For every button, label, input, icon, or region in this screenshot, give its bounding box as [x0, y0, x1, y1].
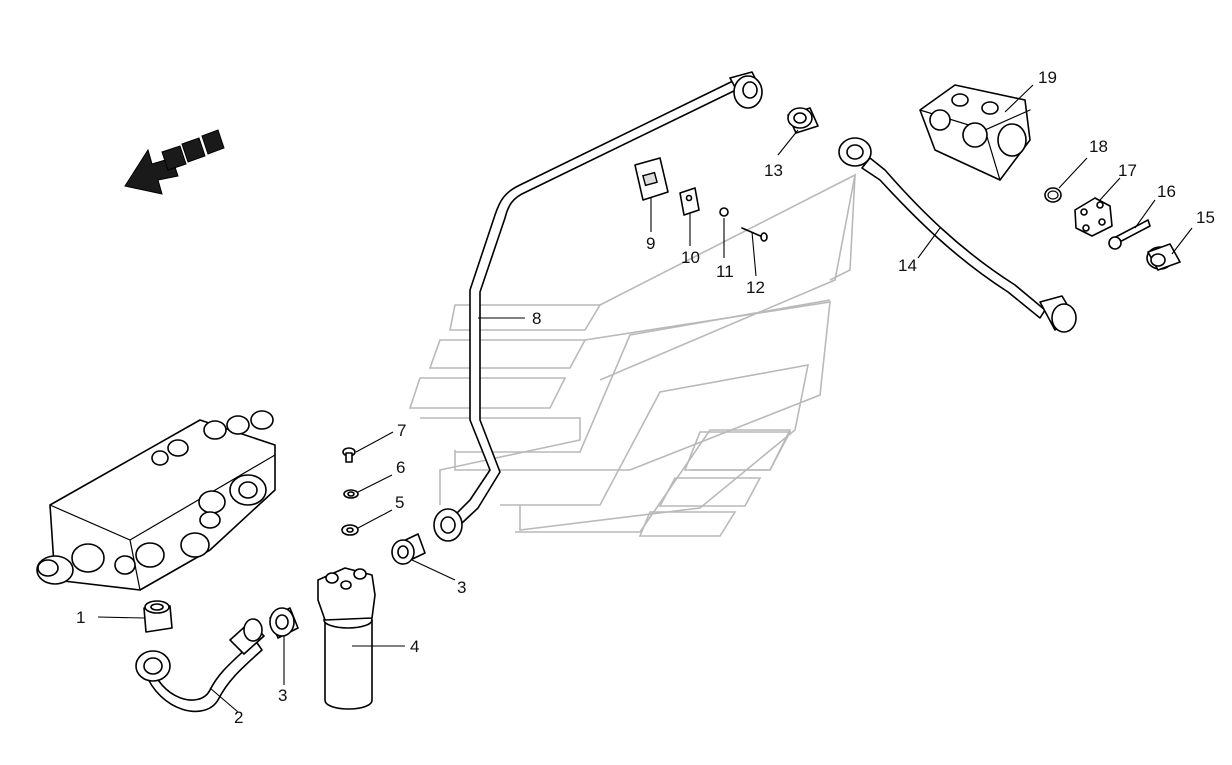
callout-6: 6 [396, 458, 406, 477]
direction-arrow-icon [124, 129, 225, 195]
part-8-pipe [433, 71, 763, 542]
valve-block-part [36, 410, 276, 591]
part-6-washer [343, 489, 359, 499]
part-4-filter [317, 567, 376, 710]
callout-16: 16 [1157, 182, 1176, 201]
callout-13: 13 [764, 161, 783, 180]
part-15-cap [1146, 243, 1181, 271]
callout-3-lower: 3 [278, 686, 288, 705]
callout-1: 1 [76, 608, 86, 627]
part-3-fitting-upper [391, 533, 426, 565]
callout-10: 10 [681, 248, 700, 267]
part-7-bolt [342, 447, 356, 463]
part-2-hose [135, 618, 265, 713]
callout-11: 11 [716, 262, 734, 281]
callout-19: 19 [1038, 68, 1057, 87]
callout-18: 18 [1089, 137, 1108, 156]
callout-14: 14 [898, 256, 917, 275]
callout-9: 9 [646, 234, 656, 253]
part-1-fitting [143, 600, 173, 633]
part-13-fitting [787, 107, 819, 134]
part-16-bolt [1108, 219, 1151, 250]
callout-15: 15 [1196, 208, 1215, 227]
part-9-bracket [634, 157, 669, 201]
callout-17: 17 [1118, 161, 1137, 180]
callout-7: 7 [397, 421, 407, 440]
part-17-flange [1074, 197, 1113, 237]
background-watermark [408, 173, 857, 537]
part-14-hose [838, 137, 1077, 333]
part-18-o-ring [1044, 187, 1062, 203]
part-10-plate [679, 187, 700, 216]
callout-12: 12 [746, 278, 765, 297]
part-5-washer [341, 524, 359, 536]
part-19-pump [919, 84, 1031, 181]
callout-3-upper: 3 [457, 578, 467, 597]
callout-5: 5 [395, 493, 405, 512]
part-11-nut [719, 207, 729, 217]
part-12-pin [741, 227, 768, 242]
part-3-fitting-lower [269, 607, 299, 639]
callout-8: 8 [532, 309, 542, 328]
callout-2: 2 [234, 708, 244, 727]
callout-4: 4 [410, 637, 420, 656]
